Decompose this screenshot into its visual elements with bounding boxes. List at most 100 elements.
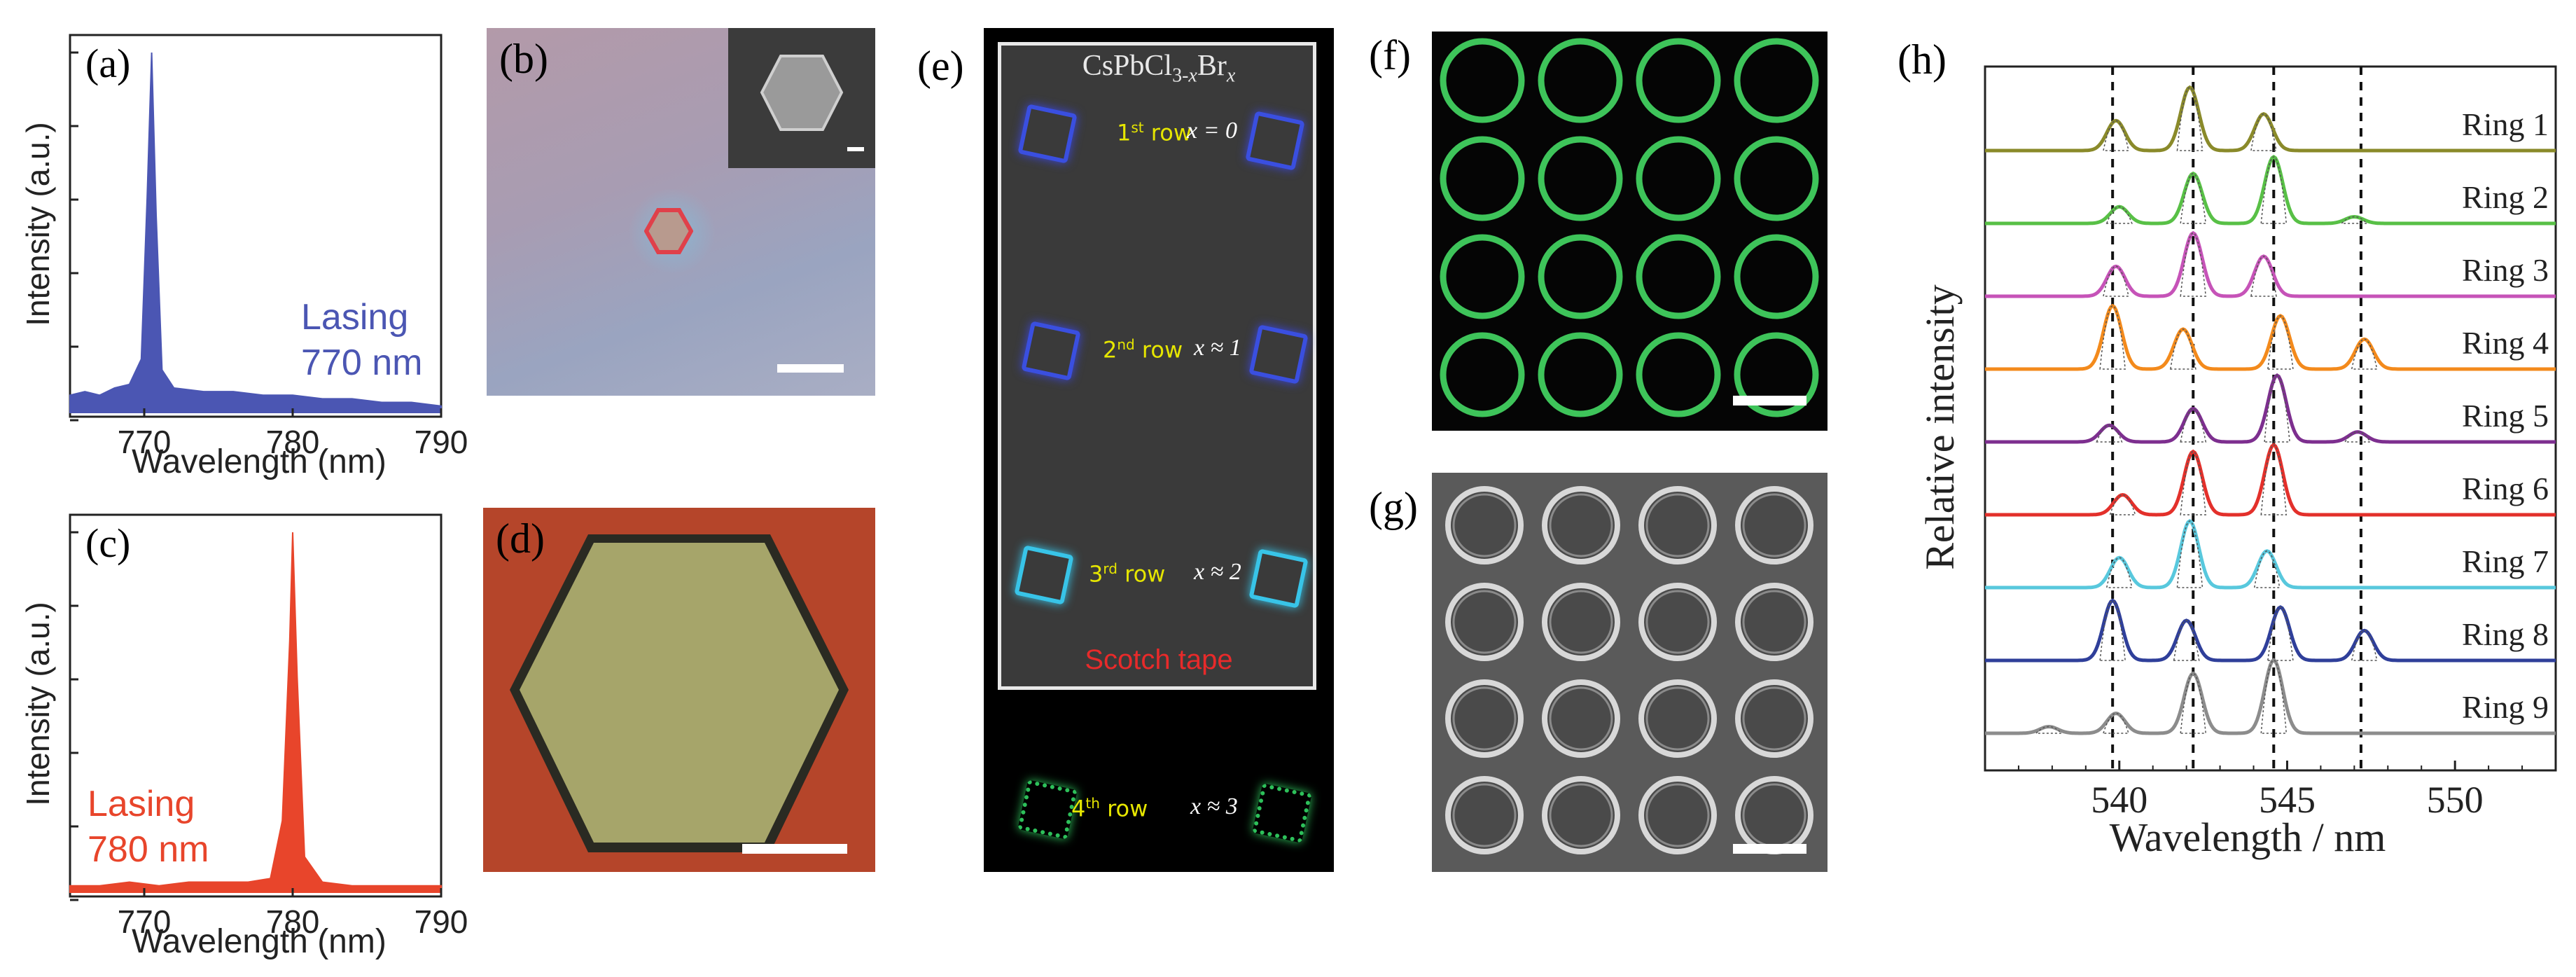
hatched-peak: [2267, 315, 2294, 370]
row2-left-crystal: [1021, 321, 1081, 381]
series-label: Ring 3: [2462, 252, 2549, 288]
series-ring-9: Ring 9: [1985, 658, 2556, 735]
panel-a-annotation-line1: Lasing: [301, 297, 408, 338]
panel-d-micrograph: (d): [483, 508, 875, 872]
panel-a-label: (a): [85, 41, 130, 86]
series-label: Ring 5: [2462, 398, 2549, 434]
x-tick-label-780: 780: [266, 903, 320, 940]
row4-x-value: x ≈ 3: [1190, 794, 1238, 819]
spectrum-line: [1985, 598, 2556, 663]
fluorescent-ring: [1734, 332, 1819, 417]
fluorescent-ring: [1440, 234, 1525, 319]
sem-ring-inner: [1645, 493, 1710, 557]
x-tick-label-770: 770: [118, 903, 172, 940]
sem-ring: [1638, 583, 1717, 661]
sem-ring: [1542, 776, 1620, 854]
x-tick-545: 545: [2259, 761, 2316, 821]
hatched-peak: [2260, 156, 2288, 224]
hatched-peak: [2103, 265, 2129, 297]
sem-ring: [1542, 679, 1620, 758]
row3-right-crystal: [1248, 548, 1309, 609]
sem-ring: [1638, 776, 1717, 854]
series-ring-8: Ring 8: [1985, 598, 2556, 663]
x-tick-540: 540: [2091, 761, 2147, 821]
x-tick-label-770: 770: [118, 424, 172, 460]
x-tick-label-790: 790: [415, 424, 468, 460]
panel-g-scale-bar: [1733, 844, 1806, 854]
row2-x-value: x ≈ 1: [1194, 335, 1241, 361]
series-label: Ring 1: [2462, 106, 2549, 142]
panel-h-ylabel: Relative intensity: [1917, 284, 1963, 570]
panel-e-title: CsPbCl3-xBrx: [1082, 50, 1236, 87]
hatched-peak: [2105, 206, 2133, 224]
panel-c-x-ticks: 770 780 790: [118, 888, 468, 940]
fluorescent-ring: [1538, 136, 1623, 221]
fluorescent-ring: [1440, 38, 1525, 123]
sem-ring-inner: [1549, 590, 1613, 654]
panel-e-photo: CsPbCl3-xBrx 1st row x = 0 2nd row x ≈ 1…: [984, 28, 1334, 872]
sem-ring: [1735, 583, 1813, 661]
row2-right-crystal: [1248, 324, 1309, 384]
hatched-peak: [2099, 305, 2126, 370]
x-tick-790: 790: [415, 408, 468, 460]
series-ring-1: Ring 1: [1985, 85, 2556, 153]
hatched-peak: [2250, 256, 2277, 297]
series-ring-7: Ring 7: [1985, 518, 2556, 590]
hatched-peak: [2253, 550, 2281, 588]
panel-c-annotation-line2: 780 nm: [88, 829, 209, 870]
panel-h-x-ticks: 540 545 550: [2017, 761, 2523, 821]
panel-a-annotation-line2: 770 nm: [301, 342, 422, 383]
fluorescent-ring: [1636, 234, 1721, 319]
x-tick-550: 550: [2427, 761, 2484, 821]
panel-g-label: (g): [1369, 484, 1418, 530]
x-tick-780: 780: [266, 888, 320, 940]
panel-d-scale-bar: [742, 844, 847, 854]
spectrum-line: [1985, 303, 2556, 371]
hatched-peak: [2180, 451, 2207, 515]
x-tick-label-790: 790: [415, 903, 468, 940]
panel-b-inset-scale-bar: [847, 147, 864, 151]
x-tick-label-780: 780: [266, 424, 320, 460]
row4-left-crystal: [1017, 779, 1078, 840]
fluorescent-ring: [1538, 38, 1623, 123]
hatched-peak: [2180, 233, 2207, 297]
row4-label: 4th row: [1071, 795, 1148, 822]
sem-ring: [1445, 679, 1524, 758]
sem-ring-inner: [1645, 590, 1710, 654]
series-label: Ring 9: [2462, 689, 2549, 725]
sem-ring: [1445, 486, 1524, 564]
panel-a-spectrum: [69, 52, 442, 413]
spectrum-line: [1985, 154, 2556, 226]
panel-c-frame: [69, 513, 443, 898]
hatched-peak: [2264, 375, 2290, 443]
sem-ring: [1735, 486, 1813, 564]
row1-label: 1st row: [1117, 119, 1192, 146]
sem-ring-inner: [1549, 493, 1613, 557]
hatched-peak: [2176, 87, 2203, 151]
fluorescent-ring: [1440, 332, 1525, 417]
fluorescent-ring: [1636, 38, 1721, 123]
hatched-peak: [2169, 328, 2196, 370]
sem-ring: [1735, 776, 1813, 854]
panel-a-ylabel: Intensity (a.u.): [20, 122, 56, 326]
panel-c-annotation-line1: Lasing: [88, 784, 195, 824]
x-tick-label-540: 540: [2091, 779, 2147, 821]
panel-b-label: (b): [499, 36, 548, 82]
x-tick-label-550: 550: [2427, 779, 2484, 821]
sem-ring: [1638, 486, 1717, 564]
panel-e-tape-frame: [998, 42, 1316, 690]
sem-ring-inner: [1645, 783, 1710, 847]
x-tick-770: 770: [118, 408, 172, 460]
hatched-peak: [2176, 520, 2203, 588]
series-ring-4: Ring 4: [1985, 303, 2556, 371]
hatched-peak: [2109, 494, 2136, 515]
sem-ring-inner: [1452, 493, 1517, 557]
series-ring-5: Ring 5: [1985, 373, 2556, 444]
panel-c-y-ticks: [70, 531, 78, 901]
panel-h-frame: [1984, 65, 2557, 772]
fluorescent-ring: [1636, 332, 1721, 417]
hatched-peak: [2351, 630, 2378, 661]
sem-ring-inner: [1452, 783, 1517, 847]
x-tick-770: 770: [118, 888, 172, 940]
